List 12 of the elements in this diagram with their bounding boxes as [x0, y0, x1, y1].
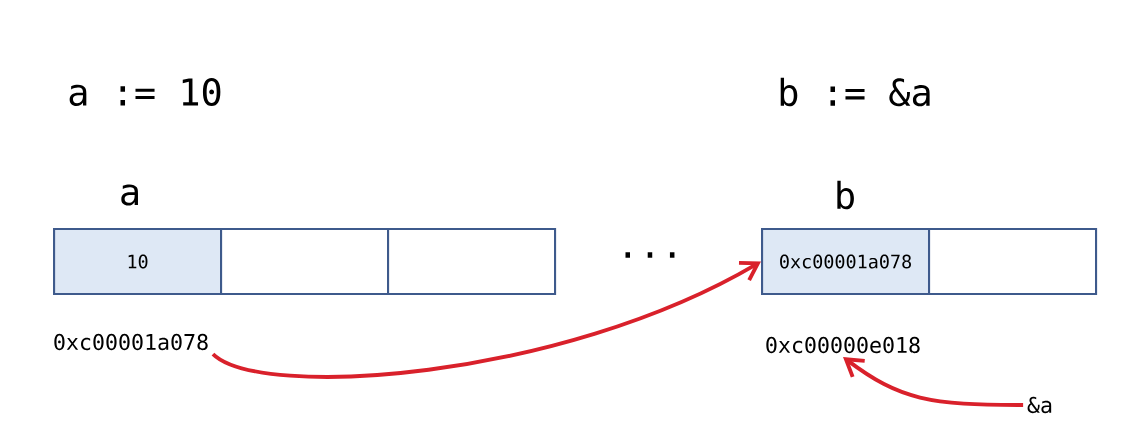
- address-text: 0xc00001a078: [54, 333, 208, 351]
- variable-name: a: [121, 184, 138, 206]
- variable-name: b: [837, 180, 854, 210]
- address-text: 0xc00000e018: [766, 336, 920, 354]
- memory-cell: 10: [53, 228, 223, 296]
- code-statement: b := &a: [780, 77, 930, 107]
- memory-cell: 0xc00001a078: [761, 228, 931, 296]
- ellipsis: ...: [625, 252, 675, 258]
- address-text: &a: [1027, 396, 1052, 414]
- arrow: [843, 357, 1024, 407]
- code-statement: a := 10: [69, 78, 221, 106]
- arrow: [211, 260, 761, 379]
